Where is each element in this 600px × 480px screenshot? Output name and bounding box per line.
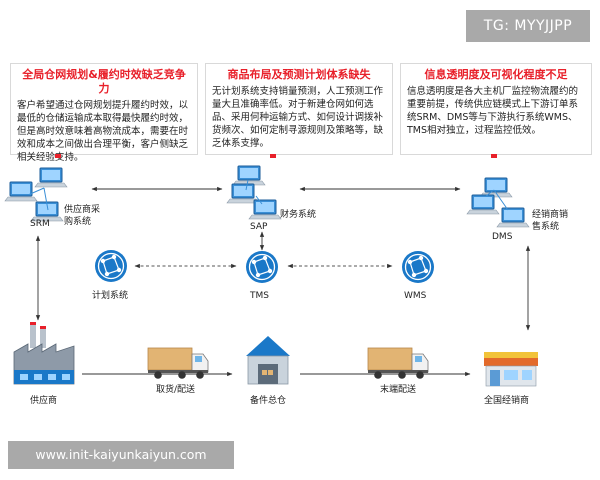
dealer-store-icon bbox=[484, 352, 538, 387]
card-visibility: 信息透明度及可视化程度不足 信息透明度是各大主机厂监控物流履约的重要前提，传统供… bbox=[400, 63, 592, 158]
dms-label: DMS bbox=[492, 232, 513, 242]
card-marker bbox=[491, 154, 497, 158]
card-title: 信息透明度及可视化程度不足 bbox=[424, 68, 568, 81]
sap-label: SAP bbox=[250, 222, 268, 232]
card-forecast-planning: 商品布局及预测计划体系缺失 无计划系统支持销量预测，人工预测工作量大且准确率低。… bbox=[205, 63, 393, 158]
planning-system-icon bbox=[94, 249, 128, 283]
warehouse-icon bbox=[246, 336, 290, 385]
card-body: 信息透明度是各大主机厂监控物流履约的重要前提，传统供应链模式上下游订单系统SRM… bbox=[407, 86, 579, 136]
tms-icon bbox=[245, 250, 279, 284]
card-marker bbox=[55, 154, 61, 158]
card-title: 全局仓网规划&履约时效缺乏竞争力 bbox=[22, 68, 186, 95]
warehouse-label: 备件总仓 bbox=[250, 396, 287, 406]
pickup-label: 取货/配送 bbox=[156, 385, 196, 395]
watermark-url: www.init-kaiyunkaiyun.com bbox=[8, 441, 234, 469]
dms-desc-line2: 售系统 bbox=[532, 222, 560, 232]
card-network-planning: 全局仓网规划&履约时效缺乏竞争力 客户希望通过仓网规划提升履约时效，以最低的仓储… bbox=[10, 63, 198, 163]
tms-label: TMS bbox=[250, 291, 269, 301]
dms-computer-group-icon bbox=[466, 177, 530, 228]
supplier-label: 供应商 bbox=[30, 396, 58, 406]
card-title: 商品布局及预测计划体系缺失 bbox=[227, 68, 371, 81]
srm-desc-line1: 供应商采 bbox=[64, 205, 101, 215]
sap-computer-group-icon bbox=[226, 165, 282, 220]
sap-desc: 财务系统 bbox=[280, 210, 317, 220]
dealers-label: 全国经销商 bbox=[484, 396, 530, 406]
lastmile-label: 末端配送 bbox=[380, 385, 417, 395]
tg-tag: TG: MYYJJPP bbox=[466, 10, 590, 42]
planning-system-label: 计划系统 bbox=[92, 291, 129, 301]
wms-label: WMS bbox=[404, 291, 427, 301]
srm-label: SRM bbox=[30, 219, 50, 229]
card-body: 无计划系统支持销量预测，人工预测工作量大且准确率低。对于新建仓网如何选品、采用何… bbox=[212, 86, 384, 149]
dms-desc-line1: 经销商销 bbox=[532, 210, 569, 220]
srm-desc-line2: 购系统 bbox=[64, 217, 92, 227]
wms-icon bbox=[401, 250, 435, 284]
card-body: 客户希望通过仓网规划提升履约时效，以最低的仓储运输成本取得最快履约时效，但是高时… bbox=[17, 100, 189, 163]
srm-computer-group-icon bbox=[4, 167, 68, 222]
factory-icon bbox=[13, 322, 75, 385]
card-marker bbox=[270, 154, 276, 158]
